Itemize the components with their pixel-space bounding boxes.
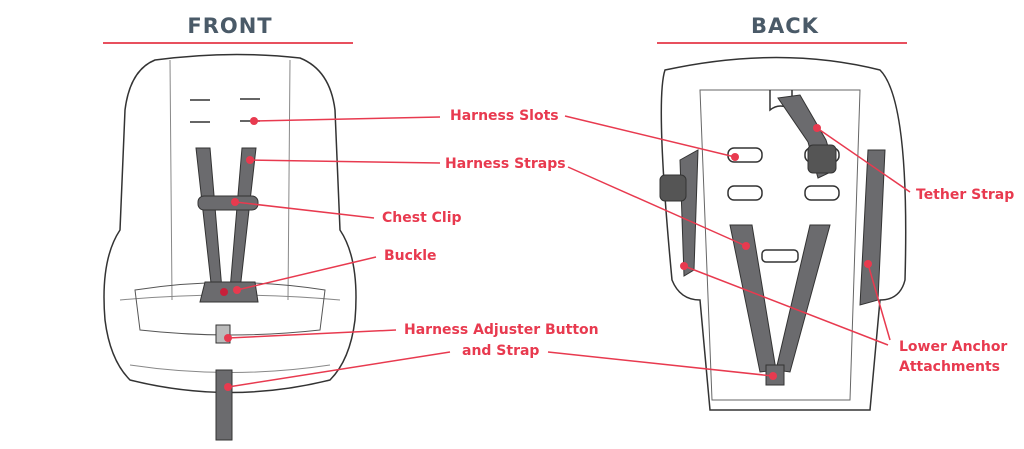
back-straps xyxy=(659,94,886,386)
front-underline xyxy=(103,42,353,44)
label-adjuster-line1: Harness Adjuster Button xyxy=(404,322,599,338)
label-buckle: Buckle xyxy=(384,248,437,264)
label-chest-clip: Chest Clip xyxy=(382,210,462,226)
label-harness-slots: Harness Slots xyxy=(450,108,559,124)
label-lower-anchor-line1: Lower Anchor xyxy=(899,339,1008,355)
back-underline xyxy=(657,42,907,44)
back-heading: BACK xyxy=(751,14,819,38)
front-heading: FRONT xyxy=(187,14,273,38)
callout-dots xyxy=(224,117,872,391)
label-adjuster-line2: and Strap xyxy=(462,343,540,359)
label-tether-strap: Tether Strap xyxy=(916,187,1015,203)
label-lower-anchor-line2: Attachments xyxy=(899,359,1001,375)
label-harness-straps: Harness Straps xyxy=(445,156,566,172)
leader-lines xyxy=(227,115,911,388)
front-harness-straps xyxy=(195,147,259,441)
